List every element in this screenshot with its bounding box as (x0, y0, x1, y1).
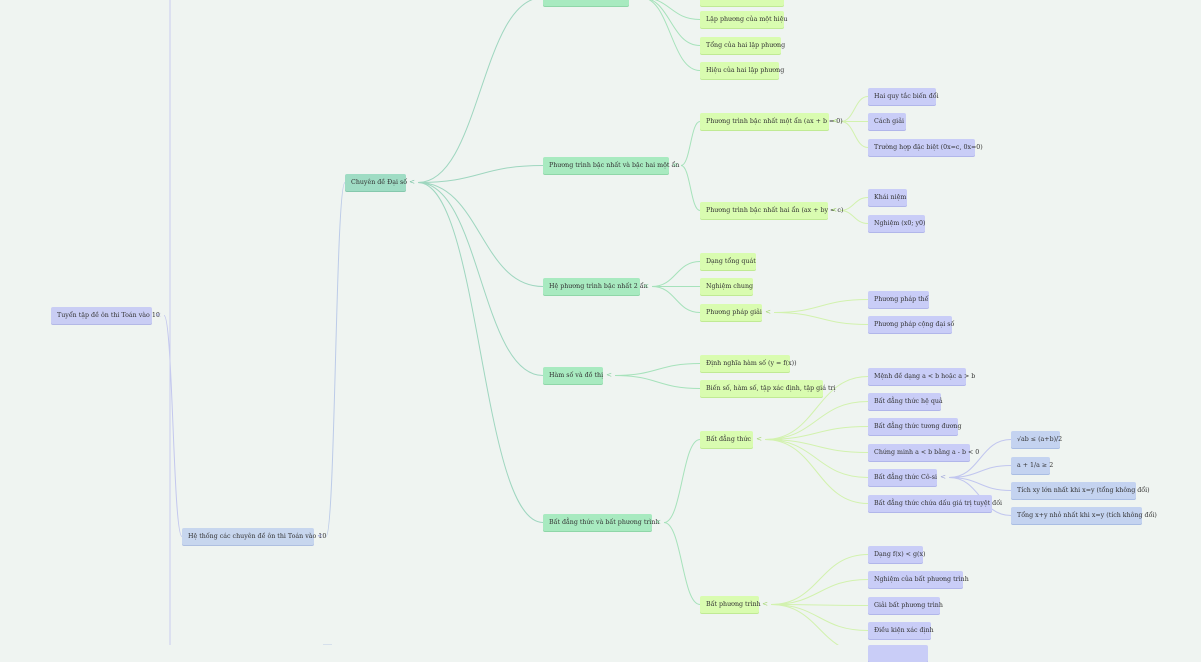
mindmap-topic-pt-hai-an[interactable]: Phương trình bậc nhất hai ẩn (ax + by = … (700, 202, 843, 219)
collapse-dai-so-toggle[interactable]: < (409, 178, 415, 186)
connector-tong_lp (650, 0, 701, 46)
mindmap-topic-he-thong[interactable]: Hệ thống các chuyên đề ôn thi Toán vào 1… (182, 528, 326, 545)
mindmap-root-node[interactable]: Tuyển tập đề ôn thi Toán vào 10 (51, 307, 160, 324)
connector-cosi_2 (948, 465, 1012, 478)
mindmap-topic-nghiem-x0y0[interactable]: Nghiệm (x0; y0) (868, 215, 925, 232)
mindmap-topic-cach-giai[interactable]: Cách giải (868, 113, 906, 130)
mindmap-topic-khai-niem[interactable]: Khái niệm (868, 189, 907, 206)
connector-ham_so (417, 182, 544, 376)
connector-lp_mot_hieu (654, 0, 701, 20)
connector-he_pt (417, 182, 544, 287)
mindmap-connectors (163, 0, 1012, 645)
collapse-root-toggle[interactable]: < (155, 311, 161, 319)
connector-bpt_more (770, 604, 840, 645)
connector-cosi_3 (948, 477, 1012, 491)
collapse-bpt-toggle[interactable]: < (762, 600, 768, 608)
collapse-pp-giai-toggle[interactable]: < (765, 308, 771, 316)
mindmap-topic-pt-mot-an[interactable]: Phương trình bậc nhất một ẩn (ax + b = 0… (700, 113, 843, 130)
mindmap-topic-hieu-lap-phuong[interactable]: Hiệu của hai lập phương (700, 62, 784, 79)
connector-bdt_bpt (417, 182, 544, 523)
collapse-pt-mot-an-toggle[interactable]: < (832, 117, 838, 125)
connector-khai_niem (839, 197, 869, 211)
mindmap-topic-bat-phuong-trinh[interactable]: Bất phương trình (700, 596, 761, 613)
connector-nghiem_bpt (770, 579, 869, 605)
connector-pt_bac_nhat (417, 165, 544, 183)
connector-hai_quy_tac (840, 96, 869, 122)
connector-hang_dang_thuc (417, 0, 533, 183)
connector-dang_tong_quat (651, 261, 701, 287)
collapse-bdt-bpt-toggle[interactable]: < (655, 518, 661, 526)
mindmap-canvas: Tuyển tập đề ôn thi Toán vào 10 Hệ thống… (51, 0, 1157, 662)
connector-cosi (764, 439, 869, 478)
connector-dieu_kien (770, 604, 869, 631)
mindmap-topic-giai-bpt[interactable]: Giải bất phương trình (868, 597, 943, 614)
mindmap-topic-dinh-nghia-ham-so[interactable]: Định nghĩa hàm số (y = f(x)) (700, 355, 797, 372)
mindmap-topic-dang-fx[interactable]: Dạng f(x) < g(x) (868, 546, 925, 563)
mindmap-topic-bdt-tri-tuyet-doi[interactable]: Bất đẳng thức chứa dấu giá trị tuyệt đối (868, 495, 1002, 512)
connector-dang_fx (770, 554, 869, 605)
connector-pp_cong (773, 312, 869, 325)
connector-bdt_tuong_duong (764, 426, 869, 440)
collapse-cosi-toggle[interactable]: < (940, 473, 946, 481)
mindmap-topic-dai-so[interactable]: Chuyên đề Đại số (345, 174, 407, 191)
collapse-pt-bac-nhat-toggle[interactable]: < (672, 161, 678, 169)
connector-bien_so (614, 375, 701, 389)
connector-chung_minh (764, 439, 869, 453)
mindmap-topic-partial[interactable] (868, 645, 928, 662)
mindmap-topic-phuong-phap-the[interactable]: Phương pháp thế (868, 291, 929, 308)
connector-pt_mot_an (680, 121, 701, 166)
connector-menh_de (764, 376, 869, 440)
mindmap-topic-hai-quy-tac[interactable]: Hai quy tắc biến đổi (868, 88, 939, 105)
mindmap-topic-bdt-cosi[interactable]: Bất đẳng thức Cô-si (868, 469, 937, 486)
mindmap-topic-lap-phuong-hieu[interactable]: Lập phương của một hiệu (700, 11, 787, 28)
connector-pp_giai (651, 286, 701, 313)
mindmap-topic-menh-de[interactable]: Mệnh đề dạng a < b hoặc a > b (868, 368, 975, 385)
mindmap-topic-bien-so[interactable]: Biến số, hàm số, tập xác định, tập giá t… (700, 380, 836, 397)
mindmap-topic-phuong-phap-cong[interactable]: Phương pháp cộng đại số (868, 316, 954, 333)
mindmap-topic-bat-dang-thuc[interactable]: Bất đẳng thức (700, 431, 753, 448)
mindmap-topic-nghiem-bpt[interactable]: Nghiệm của bất phương trình (868, 571, 969, 588)
connector-dinh_nghia (614, 363, 701, 376)
mindmap-topic-partial[interactable] (543, 0, 629, 6)
connector-truong_hop (840, 121, 869, 148)
collapse-he-pt-toggle[interactable]: < (643, 282, 649, 290)
mindmap-topic-truong-hop-dac-biet[interactable]: Trường hợp đặc biệt (0x=c, 0x=0) (868, 139, 983, 156)
mindmap-topic-cosi-1[interactable]: √ab ≤ (a+b)/2 (1011, 431, 1062, 448)
mindmap-topic-dieu-kien[interactable]: Điều kiện xác định (868, 622, 934, 639)
collapse-ham-so-toggle[interactable]: < (606, 371, 612, 379)
mindmap-topic-dang-tong-quat[interactable]: Dạng tổng quát (700, 253, 756, 270)
mindmap-topic-bdt-he-qua[interactable]: Bất đẳng thức hệ quả (868, 393, 943, 410)
collapse-he-thong-toggle[interactable]: < (317, 532, 323, 540)
mindmap-topic-bdt-bpt[interactable]: Bất đẳng thức và bất phương trình (543, 514, 659, 531)
mindmap-topic-he-phuong-trinh[interactable]: Hệ phương trình bậc nhất 2 ẩn (543, 278, 648, 295)
collapse-bdt-toggle[interactable]: < (756, 435, 762, 443)
connector-hieu_lp (648, 0, 701, 71)
connector-cosi_1 (948, 439, 1012, 478)
mindmap-topic-partial[interactable] (700, 0, 784, 6)
connector-bdt (663, 439, 701, 523)
connector-nghiem_x0y0 (839, 210, 869, 224)
mindmap-topic-nghiem-chung[interactable]: Nghiệm chung (700, 278, 753, 295)
mindmap-topic-chung-minh[interactable]: Chứng minh a < b bằng a - b < 0 (868, 444, 979, 461)
mindmap-topic-phuong-phap-giai[interactable]: Phương pháp giải (700, 304, 762, 321)
mindmap-topic-cosi-2[interactable]: a + 1/a ≥ 2 (1011, 457, 1053, 474)
connector-dai_so (325, 182, 346, 537)
mindmap-topic-ham-so-do-thi[interactable]: Hàm số và đồ thị (543, 367, 603, 384)
connector-he_thong (163, 315, 183, 537)
connector-bdt_he_qua (764, 401, 869, 440)
mindmap-topic-tong-lap-phuong[interactable]: Tổng của hai lập phương (700, 37, 785, 54)
mindmap-topic-pt-bac-nhat-bac-hai[interactable]: Phương trình bậc nhất và bậc hai một ẩn (543, 157, 679, 174)
connector-bpt (663, 522, 701, 605)
collapse-pt-hai-an-toggle[interactable]: < (831, 206, 837, 214)
mindmap-topic-cosi-3[interactable]: Tích xy lớn nhất khi x=y (tổng không đổi… (1011, 482, 1150, 499)
mindmap-topic-bdt-tuong-duong[interactable]: Bất đẳng thức tương đương (868, 418, 962, 435)
connector-giai_bpt (770, 604, 869, 606)
connector-bdt_tri_tuyet_doi (764, 439, 869, 504)
connector-pt_hai_an (680, 165, 701, 211)
mindmap-topic-cosi-4[interactable]: Tổng x+y nhỏ nhất khi x=y (tích không đổ… (1011, 507, 1157, 524)
connector-pp_the (773, 299, 869, 313)
